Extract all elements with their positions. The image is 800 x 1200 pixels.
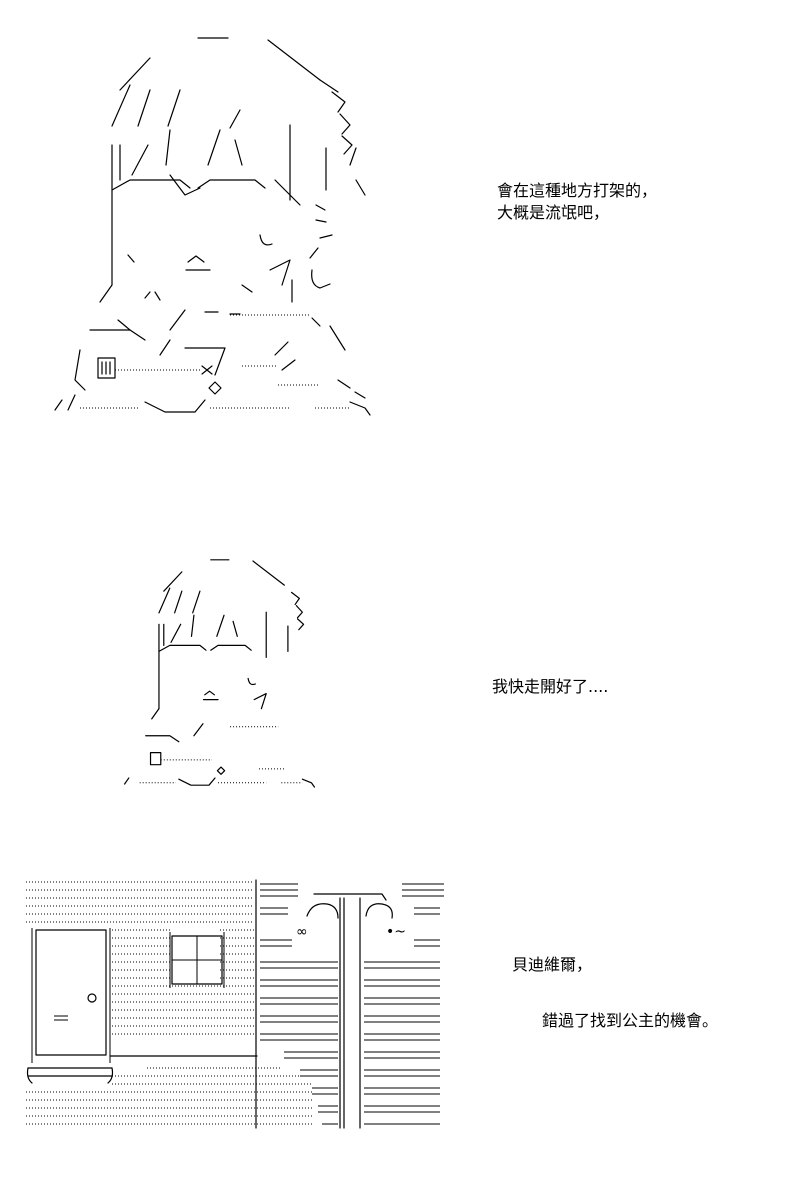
- panel-3: ∞ •~ 貝迪維爾， 錯過了找到公主的機會。: [0, 870, 800, 1140]
- panel-1: 會在這種地方打架的， 大概是流氓吧，: [0, 0, 800, 460]
- boy-portrait-art: [20, 30, 390, 420]
- svg-text:∞: ∞: [296, 924, 308, 940]
- caption-line: 我快走開好了....: [492, 677, 609, 696]
- caption-line: 會在這種地方打架的，: [497, 181, 658, 200]
- wall-texture: [26, 882, 312, 1124]
- svg-text:•~: •~: [386, 924, 406, 940]
- boy-portrait-small-art: [100, 555, 330, 790]
- cabinet: ∞ •~: [260, 884, 444, 1128]
- caption-line: 貝迪維爾，: [512, 955, 593, 974]
- caption-line: 錯過了找到公主的機會。: [542, 1011, 719, 1030]
- door: [28, 928, 113, 1083]
- caption-line: 大概是流氓吧，: [497, 203, 610, 222]
- window: [170, 932, 224, 988]
- panel-2: 我快走開好了....: [0, 540, 800, 800]
- room-interior-art: ∞ •~: [22, 878, 447, 1133]
